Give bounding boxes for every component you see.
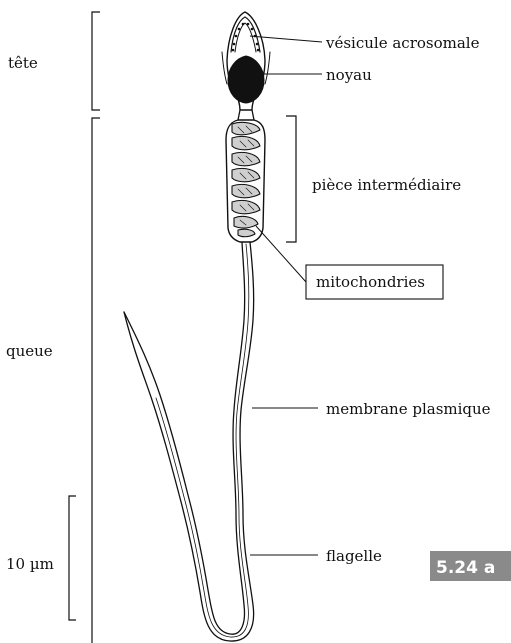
mitochondria-label: mitochondries [316,273,425,291]
midpiece-bracket [286,116,296,242]
neck [238,110,254,120]
figure-badge-text: 5.24 a [436,558,495,578]
acrosome-leader [250,36,322,42]
head-label: tête [8,54,38,72]
tail-label: queue [6,342,53,360]
nucleus [228,56,264,103]
tail-bracket [92,118,100,643]
sperm-cell [124,12,270,641]
mitochondria-spiral [232,122,260,236]
flagellum-label: flagelle [326,547,382,565]
mitochondria-leader [256,226,306,282]
flagellum-outer-right [124,242,254,641]
scale-bracket [69,496,76,620]
head-bracket [92,12,100,110]
flagellum-outer-left [124,242,245,634]
membrane-label: membrane plasmique [326,400,491,418]
nucleus-label: noyau [326,66,372,84]
brackets [69,12,296,643]
flagellum-inner [156,244,249,637]
midpiece-label: pièce intermédiaire [312,176,461,194]
acrosome-label: vésicule acrosomale [325,34,480,52]
scale-label: 10 µm [6,555,54,573]
